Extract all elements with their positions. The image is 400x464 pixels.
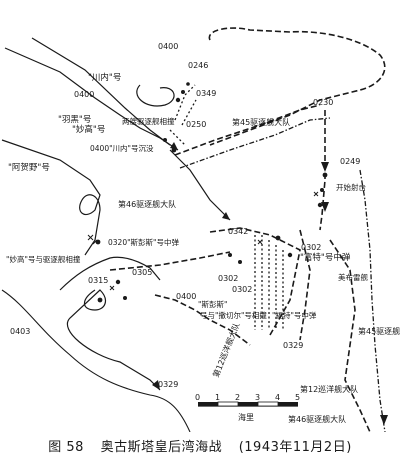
track-us-weave	[254, 235, 284, 330]
label-myoko-destroyer-collide: "妙高"号与驱逐舰相撞	[6, 254, 81, 264]
label-div46-bottom: 第46驱逐舰大队	[288, 414, 346, 424]
scale-tick-4: 4	[275, 393, 280, 402]
label-us-mainforce: 美布雷舰	[338, 272, 368, 282]
time-0400-top: 0400	[158, 42, 178, 51]
label-myoko: "妙高"号	[72, 124, 105, 135]
label-cruiser-div12-right: 第12巡洋舰大队	[300, 384, 358, 394]
figure-date: (1943年11月2日)	[238, 440, 352, 455]
label-div46: 第46驱逐舰大队	[118, 199, 176, 209]
track-us-east2	[329, 239, 371, 432]
label-moore-hit: "福特"号中弹	[272, 310, 317, 320]
figure-title: 奥古斯塔皇后湾海战	[100, 440, 223, 455]
track-agano	[1, 139, 101, 256]
track-japanese-withdrawal	[59, 256, 161, 291]
figure-number: 图 58	[48, 440, 84, 455]
track-us-east	[359, 169, 386, 432]
label-haguro: "羽黑"号	[58, 115, 91, 125]
time-0250: 0250	[186, 120, 206, 129]
label-agano: "阿贺野"号	[8, 162, 50, 173]
time-0349: 0349	[196, 89, 216, 98]
time-0305: 0305	[132, 268, 152, 277]
track-us-main	[319, 110, 326, 231]
track-haguro-myoko	[31, 37, 171, 146]
track-us-div45-a	[174, 104, 321, 156]
label-cruiser-div12: 第12巡洋舰大队	[211, 321, 242, 379]
track-us-mid	[209, 227, 301, 336]
track-us-west	[109, 251, 231, 271]
ship-markers	[95, 82, 328, 303]
scale-tick-1: 1	[215, 393, 220, 402]
battle-track-map: 0400 0246 0349 0400 0250 0400"川内"号沉没 023…	[1, 27, 400, 432]
direction-arrows	[152, 142, 388, 425]
time-0302-b: 0302	[218, 274, 238, 283]
scale-tick-3: 3	[255, 393, 260, 402]
track-solid-branch	[169, 149, 231, 221]
track-upper-loop	[136, 84, 175, 107]
time-0230: 0230	[313, 98, 333, 107]
time-0302-c: 0302	[232, 285, 252, 294]
scale-bar: 0 1 2 3 4 5 海里	[195, 393, 300, 422]
time-0403: 0403	[10, 327, 30, 336]
label-div45-right: 第45驱逐舰大队	[358, 326, 400, 336]
track-us-cruisers-north	[208, 27, 386, 146]
track-us-cluster	[169, 84, 197, 146]
coastline	[1, 289, 191, 432]
hit-marks	[87, 191, 319, 291]
time-0329-b: 0329	[283, 341, 303, 350]
time-0315: 0315	[88, 276, 108, 285]
scale-tick-5: 5	[295, 393, 300, 402]
label-thatcher-collide: 号与"撒切尔"号相撞	[200, 310, 267, 320]
time-0320-spence-hit: 0320"斯彭斯"号中弹	[108, 237, 179, 247]
label-two-destroyers-collide: 两艘驱逐舰相撞	[122, 116, 175, 126]
label-div45: 第45驱逐舰大队	[232, 117, 290, 127]
scale-tick-2: 2	[235, 393, 240, 402]
figure-caption: 图 58 奥古斯塔皇后湾海战 (1943年11月2日)	[0, 436, 400, 455]
label-foote-hit: "富特"号中弹	[300, 252, 351, 263]
time-0342: 0342	[228, 227, 248, 236]
track-loop-south	[67, 289, 161, 391]
track-us-div45-b	[179, 117, 331, 169]
track-us-bottom	[299, 229, 311, 341]
label-spence: "斯彭斯"	[198, 299, 227, 309]
time-0329-a: 0329	[158, 380, 178, 389]
time-0249: 0249	[340, 157, 360, 166]
label-open-fire: 开始射击	[336, 182, 366, 192]
label-sendai: "川内"号	[88, 72, 121, 83]
time-0246: 0246	[188, 61, 208, 70]
time-0400-left: 0400	[74, 90, 94, 99]
time-0302-a: 0302	[301, 243, 321, 252]
time-0400-sendai: 0400"川内"号沉没	[90, 143, 154, 153]
scale-tick-0: 0	[195, 393, 200, 402]
scale-unit: 海里	[238, 412, 254, 422]
time-0400-mid: 0400	[176, 292, 196, 301]
